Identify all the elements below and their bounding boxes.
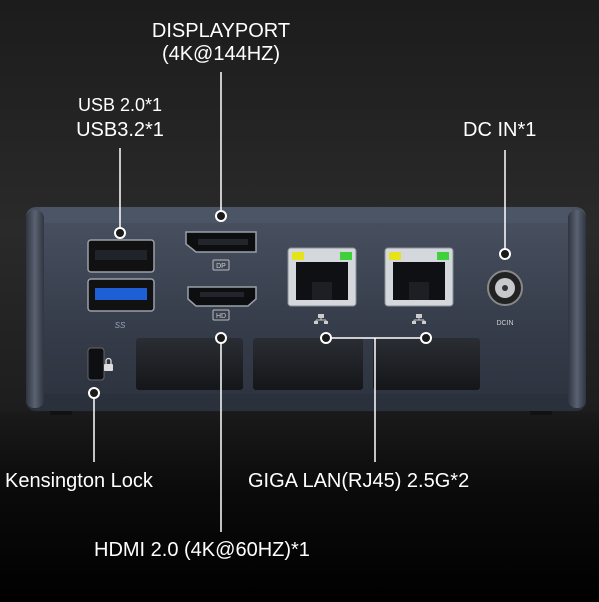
vent-3 xyxy=(373,338,480,390)
hdmi-logo-icon xyxy=(212,309,230,321)
led-yellow xyxy=(389,252,401,260)
chassis-bottom-rail xyxy=(40,394,572,411)
giga-lan-label: GIGA LAN(RJ45) 2.5G*2 xyxy=(248,470,470,492)
dc-in-label: DC IN*1 xyxy=(463,119,537,141)
chassis-right-cap xyxy=(568,210,586,408)
callout-lines xyxy=(93,72,506,532)
displayport-tongue xyxy=(198,239,248,245)
chassis-top-rail xyxy=(40,207,572,223)
callout-dots xyxy=(88,210,511,399)
usb-callout: USB 2.0*1 USB3.2*1 xyxy=(52,93,188,143)
network-icon xyxy=(314,314,328,324)
usb2-tongue xyxy=(95,250,147,260)
dc-in-pin xyxy=(502,285,508,291)
hdmi-tongue xyxy=(200,292,244,297)
usb-superspeed-icon: SS xyxy=(115,321,126,330)
rj45-port-1 xyxy=(287,247,357,307)
chassis-left-cap xyxy=(26,210,44,408)
displayport-callout: DISPLAYPORT (4K@144HZ) xyxy=(128,20,314,66)
displayport-spec: (4K@144HZ) xyxy=(161,43,281,65)
dcin-port-label: DCIN xyxy=(496,320,513,327)
led-green xyxy=(340,252,352,260)
usb2-label: USB 2.0*1 xyxy=(77,95,163,115)
usb3-tongue xyxy=(95,288,147,300)
hdmi-label: HDMI 2.0 (4K@60HZ)*1 xyxy=(94,539,310,561)
displayport-logo-text: DP xyxy=(216,263,226,270)
displayport-logo-icon xyxy=(212,259,230,271)
led-green xyxy=(437,252,449,260)
lock-icon xyxy=(104,357,113,371)
kensington-slot xyxy=(87,347,105,381)
kensington-label: Kensington Lock xyxy=(5,470,153,492)
network-icon xyxy=(412,314,426,324)
vent-2 xyxy=(253,338,363,390)
rj45-port-2 xyxy=(384,247,454,307)
led-yellow xyxy=(292,252,304,260)
hdmi-logo-text: HD xyxy=(216,313,226,320)
displayport-label: DISPLAYPORT xyxy=(151,20,291,42)
usb3-label: USB3.2*1 xyxy=(76,119,164,141)
vent-1 xyxy=(136,338,243,390)
floor-shadow xyxy=(0,412,599,602)
